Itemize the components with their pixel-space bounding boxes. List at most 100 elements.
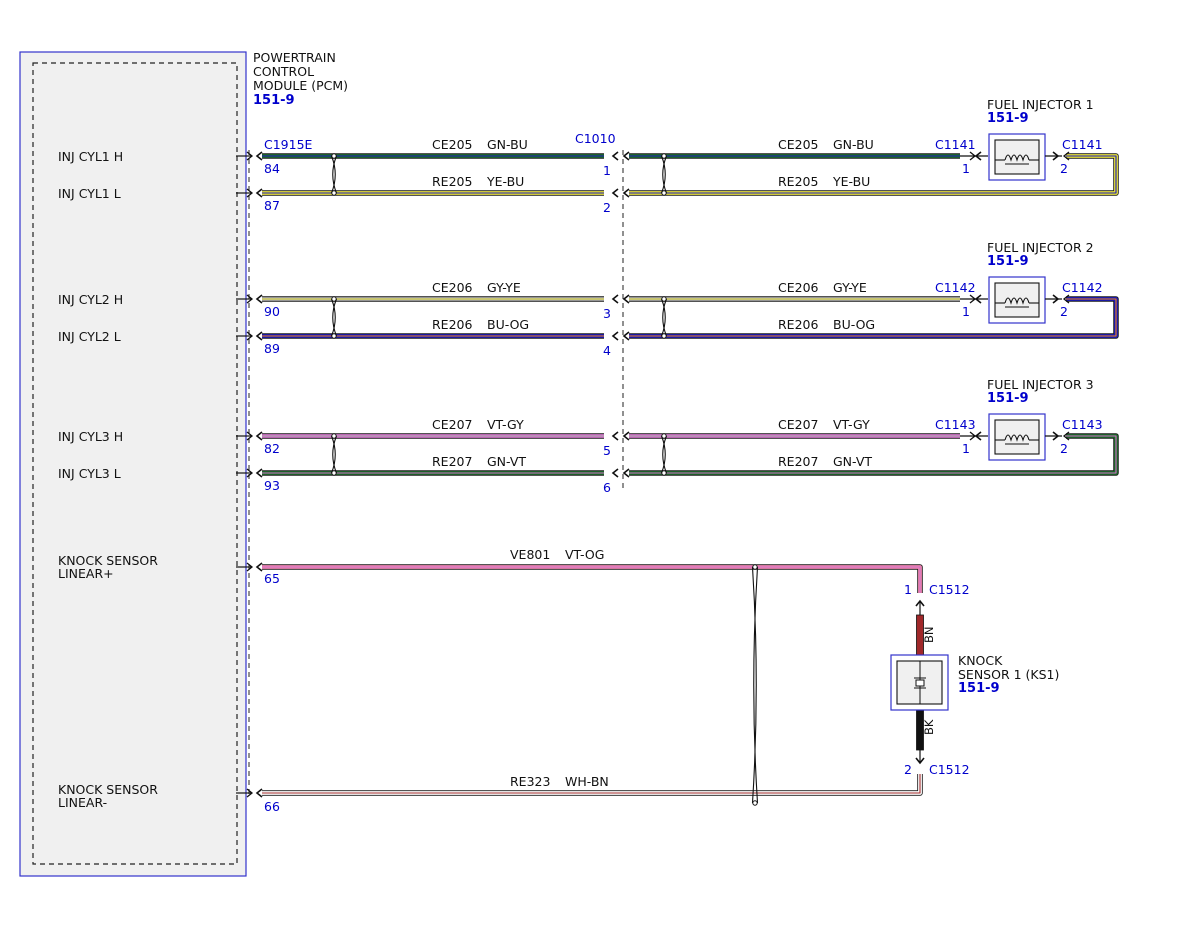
injector-1-wire-l-junction-pin: 2 (603, 200, 611, 215)
injector-1-pin-1: 1 (962, 161, 970, 176)
injector-1-twist-pcm-end-bottom (331, 190, 337, 196)
injector-2-wire-h-pcm-arrow (246, 294, 254, 304)
knock-plus-harness-arrow (255, 562, 263, 572)
injector-1-wire-h-pcm-pin: 84 (264, 161, 280, 176)
injector-2-wire-h-inj-arrow-out (969, 294, 977, 304)
pcm-title-line-1: POWERTRAIN (253, 50, 336, 65)
injector-1-wire-h-circuit-left: CE205 (432, 137, 473, 152)
injector-1-wire-h-junction-arrow-right (622, 151, 630, 161)
injector-2-wire-h-color-left: GY-YE (487, 280, 521, 295)
knock-minus-label-line-1: KNOCK SENSOR (58, 782, 158, 797)
injector-3-icon-coil (1004, 434, 1030, 442)
knock-plus-pcm-arrow (246, 562, 254, 572)
knock-twist-end-bottom (752, 800, 758, 806)
injector-1-wire-h-harness-arrow (255, 151, 263, 161)
injector-3-title: FUEL INJECTOR 3 (987, 377, 1094, 392)
injector-1-twist-injector-end-bottom (661, 190, 667, 196)
injector-1-wire-l-harness-arrow (255, 188, 263, 198)
injector-1-wire-h-circuit-right: CE205 (778, 137, 819, 152)
injector-1-twist-injector-a (660, 155, 666, 194)
injector-3-connector-right: C1143 (1062, 417, 1103, 432)
knock-minus-circuit: RE323 (510, 774, 550, 789)
injector-3-connector-left: C1143 (935, 417, 976, 432)
injector-3-wire-h-circuit-right: CE207 (778, 417, 819, 432)
injector-2-twist-pcm-a (330, 298, 336, 337)
knock-twist-a (751, 566, 757, 804)
injector-1-twist-injector-b (662, 155, 668, 194)
injector-2-icon-coil (1004, 297, 1030, 305)
injector-1-wire-h-color-left: GN-BU (487, 137, 528, 152)
injector-2-twist-injector-a (660, 298, 666, 337)
knock-sensor-pin-2: 2 (904, 762, 912, 777)
injector-1-wire-l-color-right: YE-BU (832, 174, 870, 189)
injector-1-wire-h-pin-label: INJ CYL1 H (58, 149, 123, 164)
injector-1-wire-h-color-right: GN-BU (833, 137, 874, 152)
injector-2-wire-l-pcm-pin: 89 (264, 341, 280, 356)
injector-1-wire-l-pcm-pin: 87 (264, 198, 280, 213)
injector-3-wire-l-color-left: GN-VT (487, 454, 526, 469)
injector-3-icon-inner (994, 419, 1040, 455)
injector-2-wire-l-harness-arrow (255, 331, 263, 341)
injector-1-wire-l-pcm-arrow (246, 188, 254, 198)
injector-3-twist-pcm-end-top (331, 433, 337, 439)
injector-1-title: FUEL INJECTOR 1 (987, 97, 1094, 112)
junction-connector-label: C1010 (575, 131, 616, 146)
injector-1-wire-h-inj-arrow-out (969, 151, 977, 161)
injector-1-wire-h-junction-pin: 1 (603, 163, 611, 178)
injector-3-wire-l-injector-side-tracer (629, 435, 1117, 474)
injector-2-wire-h-pin-label: INJ CYL2 H (58, 292, 123, 307)
injector-3-wire-h-circuit-left: CE207 (432, 417, 473, 432)
injector-3-twist-injector-end-top (661, 433, 667, 439)
knock-plus-circuit: VE801 (510, 547, 550, 562)
injector-1-wire-l-circuit-left: RE205 (432, 174, 472, 189)
injector-3-wire-h-harness-arrow (255, 431, 263, 441)
knock-minus-wire-tracer (262, 774, 921, 794)
injector-2-pin-1: 1 (962, 304, 970, 319)
pcm-ref: 151-9 (253, 93, 295, 108)
injector-3-wire-l-color-right: GN-VT (833, 454, 872, 469)
injector-1-wire-l-color-left: YE-BU (486, 174, 524, 189)
injector-2-wire-h-junction-pin: 3 (603, 306, 611, 321)
injector-1-twist-pcm-b (332, 155, 338, 194)
injector-2-wire-l-junction-arrow-left (611, 331, 619, 341)
injector-3-wire-l-inj-arrow-in (1052, 431, 1060, 441)
pcm-module-box (19, 51, 247, 877)
knock-plus-label-line-1: KNOCK SENSOR (58, 553, 158, 568)
injector-2-connector-right: C1142 (1062, 280, 1103, 295)
pcm-title-line-2: CONTROL (253, 64, 314, 79)
injector-1-ref: 151-9 (987, 111, 1029, 126)
knock-sensor-title-line-2: SENSOR 1 (KS1) (958, 667, 1059, 682)
injector-3-twist-pcm-a (330, 435, 336, 474)
injector-2-wire-h-junction-arrow-left (611, 294, 619, 304)
knock-plus-wire (262, 565, 922, 593)
injector-3-ref: 151-9 (987, 391, 1029, 406)
injector-1-wire-h-pcm-arrow (246, 151, 254, 161)
injector-3-twist-injector-end-bottom (661, 470, 667, 476)
injector-2-twist-injector-end-bottom (661, 333, 667, 339)
injector-3-twist-injector-b (662, 435, 668, 474)
injector-3-twist-pcm-b (332, 435, 338, 474)
injector-2-pin-2: 2 (1060, 304, 1068, 319)
injector-3-wire-h-pcm-arrow (246, 431, 254, 441)
injector-2-title: FUEL INJECTOR 2 (987, 240, 1094, 255)
injector-1-twist-pcm-end-top (331, 153, 337, 159)
injector-2-wire-l-color-right: BU-OG (833, 317, 875, 332)
injector-3-wire-l-circuit-left: RE207 (432, 454, 472, 469)
knock-plus-color-code: VT-OG (565, 547, 604, 562)
injector-2-twist-pcm-end-top (331, 296, 337, 302)
injector-1-connector-left: C1141 (935, 137, 976, 152)
injector-3-pin-2: 2 (1060, 441, 1068, 456)
injector-1-twist-pcm-a (330, 155, 336, 194)
pigtail-top-color: BN (922, 627, 936, 644)
injector-2-connector-left: C1142 (935, 280, 976, 295)
injector-1-twist-injector-end-top (661, 153, 667, 159)
injector-3-twist-pcm-end-bottom (331, 470, 337, 476)
injector-3-twist-injector-a (660, 435, 666, 474)
injector-2-wire-l-pin-label: INJ CYL2 L (58, 329, 121, 344)
injector-1-icon-coil (1004, 154, 1030, 162)
injector-3-wire-l-junction-pin: 6 (603, 480, 611, 495)
pcm-connector-label: C1915E (264, 137, 313, 152)
injector-3-wire-l-pin-label: INJ CYL3 L (58, 466, 121, 481)
injector-2-wire-l-junction-pin: 4 (603, 343, 611, 358)
injector-2-wire-l-pcm-arrow (246, 331, 254, 341)
